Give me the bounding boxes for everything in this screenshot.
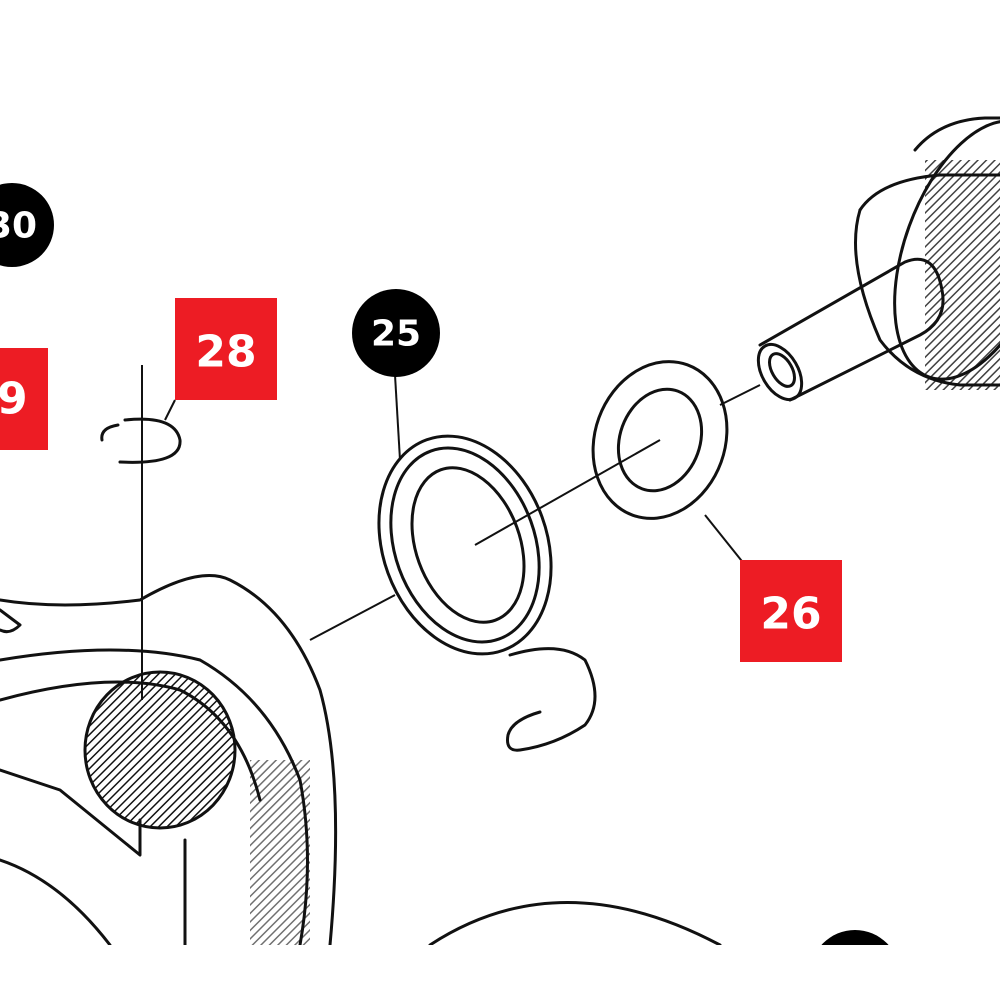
- svg-text:28: 28: [195, 327, 256, 378]
- pump-body-part: [0, 574, 722, 945]
- svg-text:25: 25: [371, 314, 421, 355]
- callout-26: 26: [740, 560, 842, 662]
- bracket-ring-part: [377, 434, 597, 752]
- svg-text:26: 26: [760, 589, 821, 640]
- washer-part: [591, 360, 729, 520]
- partial-callout-circle: [821, 930, 889, 945]
- svg-text:30: 30: [0, 206, 37, 247]
- callout-28: 28: [175, 298, 277, 400]
- knurled-fitting-part: [756, 116, 1000, 402]
- callout-29: 29: [0, 348, 48, 450]
- callout-25: 25: [352, 289, 440, 377]
- clip-part: [100, 417, 182, 464]
- svg-text:29: 29: [0, 374, 28, 425]
- callout-30: 30: [0, 183, 54, 267]
